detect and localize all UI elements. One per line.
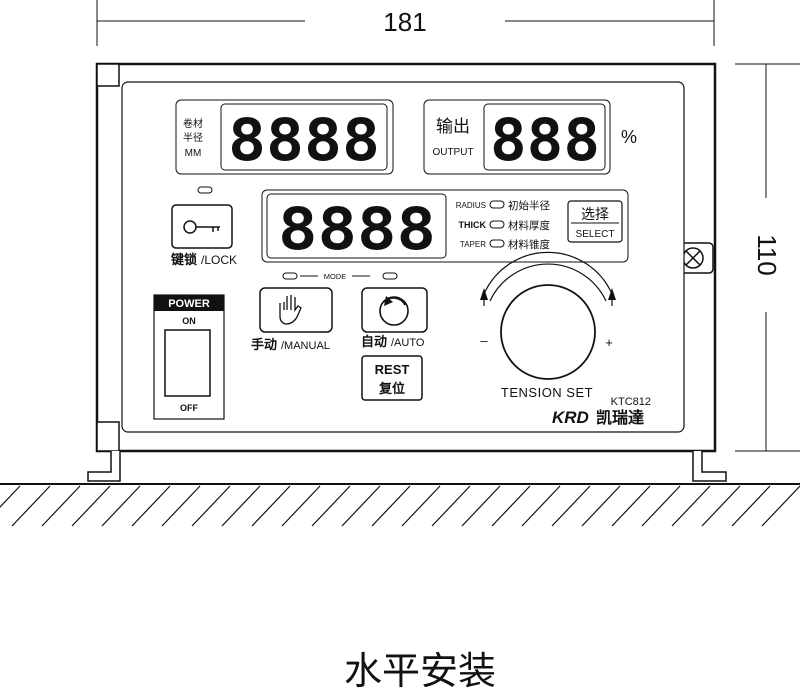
mode-taper-led xyxy=(489,239,505,248)
manual-label-cn: 手动 xyxy=(251,337,277,353)
dimension-height-label: 110 xyxy=(752,234,782,275)
brand-name: 凯瑞達 xyxy=(596,408,644,427)
dimension-width xyxy=(96,0,715,46)
floor-hatch-line xyxy=(281,485,321,527)
output-lcd xyxy=(483,103,606,171)
mode-radius-en: RADIUS xyxy=(456,201,486,210)
floor-hatch-line xyxy=(11,485,51,527)
select-label-en: SELECT xyxy=(576,229,615,240)
floor-hatch-line xyxy=(71,485,111,527)
tension-plus: + xyxy=(605,335,613,350)
brand-logo: KRD xyxy=(552,408,589,427)
power-on-label: ON xyxy=(182,316,196,326)
key-icon xyxy=(183,220,220,234)
floor-hatch-line xyxy=(611,485,651,527)
installation-caption: 水平安装 xyxy=(344,649,496,693)
reset-label-en: REST xyxy=(375,362,410,377)
floor-hatching xyxy=(0,485,800,527)
floor-hatch-line xyxy=(761,485,800,527)
floor-hatch-line xyxy=(101,485,141,527)
housing-hinges xyxy=(96,63,120,452)
floor-hatch-line xyxy=(701,485,741,527)
hand-icon xyxy=(279,295,302,325)
lock-label-en: /LOCK xyxy=(201,253,237,267)
floor-hatch-line xyxy=(581,485,621,527)
tension-knob-scale xyxy=(480,251,616,306)
lock-button[interactable] xyxy=(171,204,233,249)
power-off-label: OFF xyxy=(180,403,198,413)
mode-radius-led xyxy=(489,200,505,209)
mode-taper: TAPER 材料锥度 xyxy=(460,238,551,251)
floor-hatch-line xyxy=(251,485,291,527)
tension-set-label: TENSION SET xyxy=(501,385,593,400)
mode-thick-en: THICK xyxy=(459,220,487,230)
floor-hatch-line xyxy=(161,485,201,527)
floor-hatch-line xyxy=(191,485,231,527)
lock-label-cn: 键锁 xyxy=(170,252,197,268)
select-button[interactable] xyxy=(567,200,623,243)
floor-hatch-line xyxy=(491,485,531,527)
main-digits: 8888 xyxy=(278,195,436,263)
power-title-bar xyxy=(154,295,224,311)
reset-label-cn: 复位 xyxy=(378,381,405,397)
tension-minus: – xyxy=(480,333,488,348)
floor-hatch-line xyxy=(671,485,711,527)
output-label-en: OUTPUT xyxy=(432,147,473,158)
mode-thick-cn: 材料厚度 xyxy=(508,219,550,232)
mode-taper-en: TAPER xyxy=(460,240,486,249)
roll-diameter-label-unit: MM xyxy=(185,148,202,159)
floor-hatch-line xyxy=(641,485,681,527)
roll-diameter-lcd xyxy=(220,103,388,171)
mode-radius: RADIUS 初始半径 xyxy=(456,199,551,212)
mode-indicator-row xyxy=(282,272,398,280)
mode-thick: THICK 材料厚度 xyxy=(459,219,551,232)
floor-hatch-line xyxy=(401,485,441,527)
select-label-cn: 选择 xyxy=(581,207,609,223)
output-digits: 888 xyxy=(490,106,600,174)
floor-hatch-line xyxy=(221,485,261,527)
output-unit: % xyxy=(621,127,637,147)
manual-button[interactable] xyxy=(259,287,333,333)
auto-label-en: /AUTO xyxy=(391,337,425,349)
floor-hatch-line xyxy=(731,485,771,527)
floor-hatch-line xyxy=(551,485,591,527)
floor-hatch-line xyxy=(431,485,471,527)
lock-indicator-led xyxy=(197,186,213,194)
dimension-width-label: 181 xyxy=(383,7,426,37)
mode-label: MODE xyxy=(324,272,347,281)
manual-label-en: /MANUAL xyxy=(281,340,330,352)
mode-taper-cn: 材料锥度 xyxy=(508,238,550,251)
floor-hatch-line xyxy=(461,485,501,527)
reset-button[interactable] xyxy=(361,355,423,401)
tension-knob[interactable] xyxy=(500,284,596,380)
floor-hatch-line xyxy=(0,485,21,508)
power-switch[interactable] xyxy=(153,294,225,420)
roll-diameter-label-line2: 半径 xyxy=(183,131,203,144)
model-number: KTC812 xyxy=(611,396,651,408)
floor-hatch-line xyxy=(41,485,81,527)
floor-hatch-line xyxy=(371,485,411,527)
roll-diameter-label-line1: 卷材 xyxy=(183,117,203,130)
floor-hatch-line xyxy=(131,485,171,527)
power-title: POWER xyxy=(168,298,210,310)
mounting-feet xyxy=(87,451,727,482)
output-label-cn: 输出 xyxy=(436,117,470,137)
mode-thick-led xyxy=(489,220,505,229)
mode-radius-cn: 初始半径 xyxy=(508,199,550,212)
floor-hatch-line xyxy=(341,485,381,527)
auto-button[interactable] xyxy=(361,287,428,333)
roll-diameter-digits: 8888 xyxy=(228,106,380,174)
power-rocker[interactable] xyxy=(164,329,211,397)
floor-hatch-line xyxy=(311,485,351,527)
floor-hatch-line xyxy=(521,485,561,527)
auto-rotate-icon xyxy=(379,296,409,326)
dimension-height xyxy=(735,63,800,452)
auto-label-cn: 自动 xyxy=(361,334,387,350)
main-lcd xyxy=(266,193,447,259)
